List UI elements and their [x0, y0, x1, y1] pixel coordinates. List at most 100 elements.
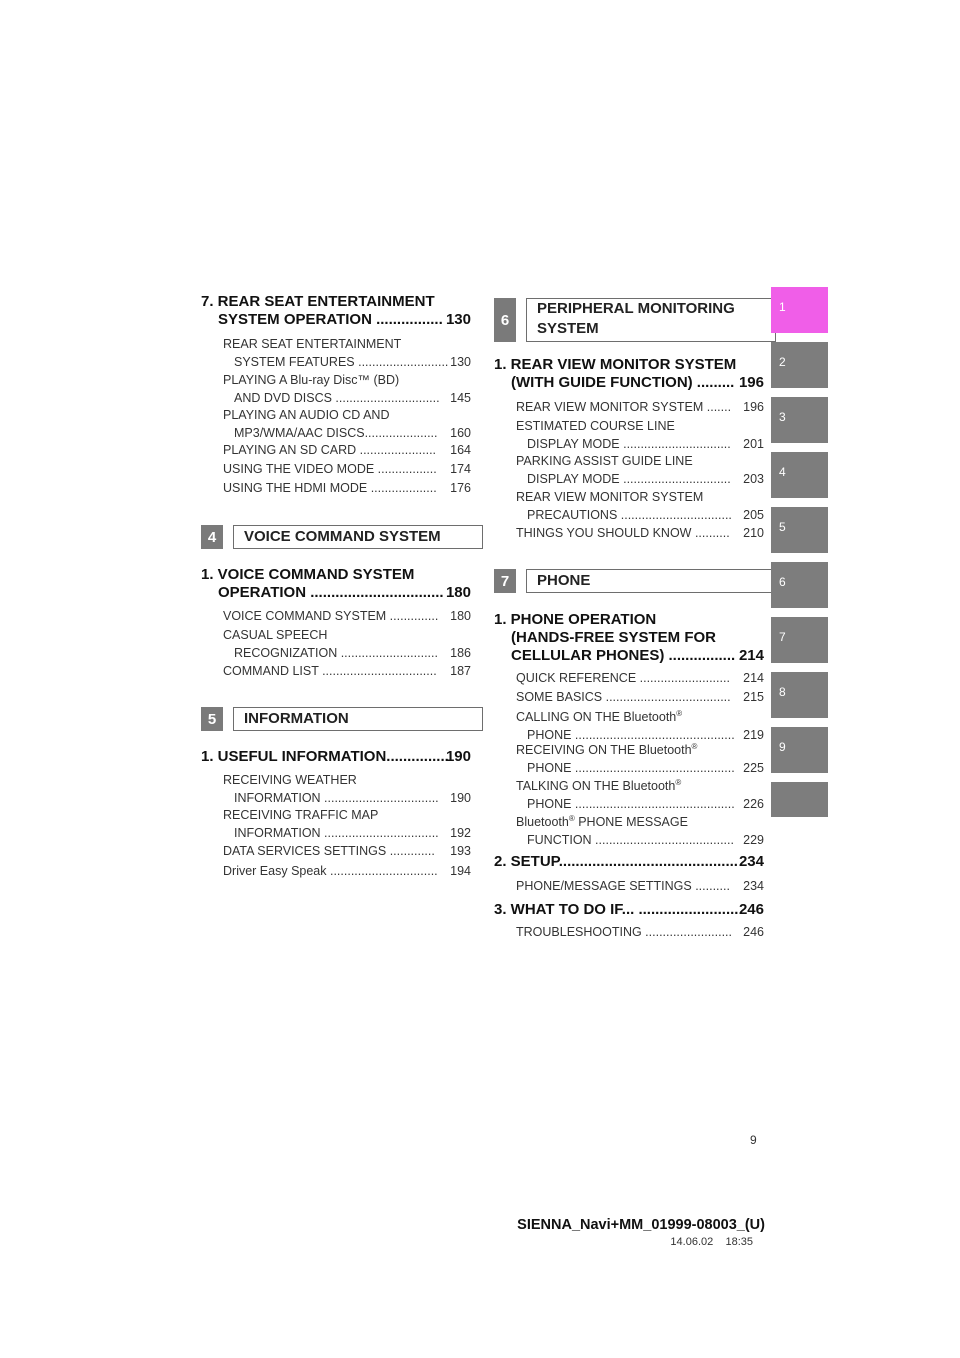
toc-entry[interactable]: USING THE VIDEO MODE ................. 1… [223, 460, 471, 478]
toc-entry[interactable]: ESTIMATED COURSE LINE DISPLAY MODE .....… [516, 417, 764, 453]
toc-entry[interactable]: CALLING ON THE Bluetooth® PHONE ........… [516, 708, 764, 744]
toc-entry[interactable]: TALKING ON THE Bluetooth® PHONE ........… [516, 777, 764, 813]
chapter-heading: 7. REAR SEAT ENTERTAINMENT SYSTEM OPERAT… [201, 293, 471, 329]
chapter-heading: 2. SETUP................................… [494, 853, 764, 871]
toc-entry-line: AND DVD DISCS ..........................… [234, 391, 440, 405]
page-number: 203 [743, 472, 764, 486]
page-number: 234 [743, 879, 764, 893]
page-number: 160 [450, 426, 471, 440]
registered-mark: ® [568, 813, 575, 823]
toc-entry-line: SOME BASICS ............................… [516, 690, 731, 704]
page-number: 234 [738, 853, 764, 870]
toc-entry-text: Bluetooth [516, 815, 569, 829]
page-number: 246 [743, 925, 764, 939]
tab-blank[interactable] [771, 782, 828, 817]
page-number: 187 [450, 664, 471, 678]
section-title: PHONE [526, 569, 776, 593]
page-number-footer: 9 [750, 1133, 757, 1147]
toc-entry[interactable]: REAR SEAT ENTERTAINMENT SYSTEM FEATURES … [223, 335, 471, 371]
page-number: 176 [450, 481, 471, 495]
toc-entry-text: RECEIVING ON THE Bluetooth [516, 743, 692, 757]
toc-entry-line: USING THE HDMI MODE ................... [223, 481, 437, 495]
toc-entry[interactable]: Driver Easy Speak ......................… [223, 862, 471, 880]
section-header[interactable]: 7 PHONE [494, 569, 776, 593]
toc-entry[interactable]: QUICK REFERENCE ........................… [516, 669, 764, 687]
toc-entry[interactable]: PLAYING AN SD CARD .....................… [223, 441, 471, 459]
toc-entry[interactable]: RECEIVING ON THE Bluetooth® PHONE ......… [516, 741, 764, 777]
chapter-heading-line: 3. WHAT TO DO IF... ....................… [494, 901, 739, 918]
tab-chapter-7[interactable]: 7 [771, 617, 828, 663]
chapter-heading-line: SYSTEM OPERATION ................ [218, 311, 443, 328]
toc-entry-line: SYSTEM FEATURES ........................… [234, 355, 449, 369]
toc-entry[interactable]: VOICE COMMAND SYSTEM .............. 180 [223, 607, 471, 625]
toc-entry[interactable]: RECEIVING TRAFFIC MAP INFORMATION ......… [223, 806, 471, 842]
section-title: INFORMATION [233, 707, 483, 731]
toc-entry[interactable]: REAR VIEW MONITOR SYSTEM PRECAUTIONS ...… [516, 488, 764, 524]
toc-entry-line: ESTIMATED COURSE LINE [516, 419, 675, 433]
toc-entry-line: DATA SERVICES SETTINGS ............. [223, 844, 435, 858]
section-header[interactable]: 4 VOICE COMMAND SYSTEM [201, 525, 483, 549]
toc-entry-line: DISPLAY MODE ...........................… [527, 472, 731, 486]
toc-entry[interactable]: TROUBLESHOOTING ........................… [516, 923, 764, 941]
toc-entry-line: THINGS YOU SHOULD KNOW .......... [516, 526, 730, 540]
page-number: 226 [743, 797, 764, 811]
toc-entry-line: INFORMATION ............................… [234, 826, 439, 840]
toc-entry[interactable]: THINGS YOU SHOULD KNOW .......... 210 [516, 524, 764, 542]
toc-entry[interactable]: SOME BASICS ............................… [516, 688, 764, 706]
tab-chapter-5[interactable]: 5 [771, 507, 828, 553]
page-number: 190 [450, 791, 471, 805]
toc-entry[interactable]: PARKING ASSIST GUIDE LINE DISPLAY MODE .… [516, 452, 764, 488]
toc-entry[interactable]: REAR VIEW MONITOR SYSTEM ....... 196 [516, 398, 764, 416]
toc-entry-line: USING THE VIDEO MODE ................. [223, 462, 437, 476]
toc-entry-line: INFORMATION ............................… [234, 791, 439, 805]
toc-entry-line: MP3/WMA/AAC DISCS..................... [234, 426, 438, 440]
tab-chapter-9[interactable]: 9 [771, 727, 828, 773]
toc-entry-line: PHONE ..................................… [527, 761, 735, 775]
toc-entry[interactable]: CASUAL SPEECH RECOGNIZATION ............… [223, 626, 471, 662]
section-header[interactable]: 6 PERIPHERAL MONITORING SYSTEM [494, 298, 776, 342]
toc-entry[interactable]: PLAYING AN AUDIO CD AND MP3/WMA/AAC DISC… [223, 406, 471, 442]
page-number: 196 [743, 400, 764, 414]
toc-entry-text: TALKING ON THE Bluetooth [516, 779, 676, 793]
registered-mark: ® [676, 708, 683, 718]
timestamp: 14.06.02 18:35 [670, 1236, 753, 1248]
toc-entry-line: COMMAND LIST ...........................… [223, 664, 437, 678]
chapter-heading: 1. USEFUL INFORMATION............... 190 [201, 748, 471, 766]
section-header[interactable]: 5 INFORMATION [201, 707, 483, 731]
registered-mark: ® [675, 777, 682, 787]
page-number: 205 [743, 508, 764, 522]
toc-entry-text: PHONE MESSAGE [574, 815, 688, 829]
toc-entry-line: Bluetooth® PHONE MESSAGE [516, 813, 764, 831]
section-title-line: SYSTEM [537, 320, 599, 337]
tab-chapter-6[interactable]: 6 [771, 562, 828, 608]
section-title: VOICE COMMAND SYSTEM [233, 525, 483, 549]
toc-entry[interactable]: DATA SERVICES SETTINGS ............. 193 [223, 842, 471, 860]
page-number: 225 [743, 761, 764, 775]
page-number: 190 [445, 748, 471, 765]
toc-entry[interactable]: PLAYING A Blu-ray Disc™ (BD) AND DVD DIS… [223, 371, 471, 407]
tab-chapter-1[interactable]: 1 [771, 287, 828, 333]
toc-entry-line: PLAYING A Blu-ray Disc™ (BD) [223, 373, 400, 387]
page-number: 194 [450, 864, 471, 878]
toc-entry[interactable]: RECEIVING WEATHER INFORMATION ..........… [223, 771, 471, 807]
toc-entry[interactable]: PHONE/MESSAGE SETTINGS .......... 234 [516, 877, 764, 895]
tab-chapter-3[interactable]: 3 [771, 397, 828, 443]
tab-chapter-2[interactable]: 2 [771, 342, 828, 388]
toc-entry-line: PARKING ASSIST GUIDE LINE [516, 454, 693, 468]
toc-entry-line: TALKING ON THE Bluetooth® [516, 777, 764, 795]
chapter-heading-line: 1. REAR VIEW MONITOR SYSTEM [494, 356, 737, 373]
chapter-heading-line: 2. SETUP................................… [494, 853, 738, 870]
page-number: 193 [450, 844, 471, 858]
chapter-heading-line: 7. REAR SEAT ENTERTAINMENT [201, 293, 435, 310]
document-id: SIENNA_Navi+MM_01999-08003_(U) [517, 1217, 765, 1233]
page-number: 229 [743, 833, 764, 847]
page-number: 174 [450, 462, 471, 476]
toc-entry[interactable]: COMMAND LIST ...........................… [223, 662, 471, 680]
toc-entry-line: REAR VIEW MONITOR SYSTEM ....... [516, 400, 732, 414]
tab-chapter-8[interactable]: 8 [771, 672, 828, 718]
toc-entry[interactable]: Bluetooth® PHONE MESSAGE FUNCTION ......… [516, 813, 764, 849]
chapter-heading-line: (HANDS-FREE SYSTEM FOR [511, 629, 717, 646]
tab-chapter-4[interactable]: 4 [771, 452, 828, 498]
toc-entry[interactable]: USING THE HDMI MODE ................... … [223, 479, 471, 497]
section-number: 4 [201, 525, 223, 549]
